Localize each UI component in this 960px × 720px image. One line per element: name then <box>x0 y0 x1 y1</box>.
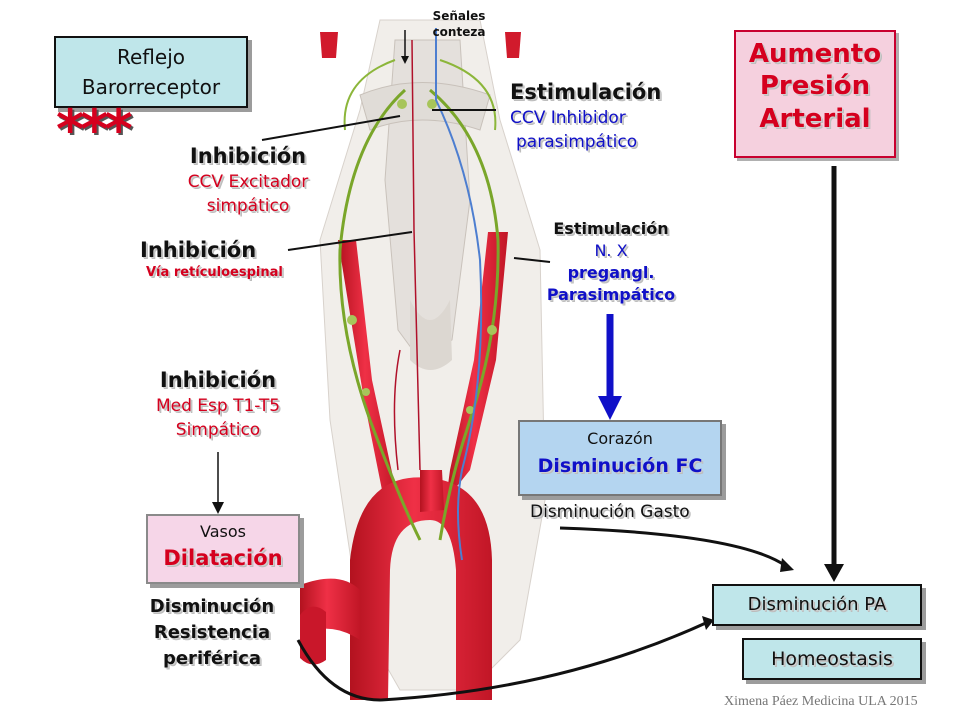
corazon-line2: Disminución FC <box>537 455 703 477</box>
inhibicion-ccv-line1: CCV Excitador <box>187 172 309 192</box>
disminucion-pa-label: Disminución PA <box>747 594 887 615</box>
stars-marker: *** <box>56 98 133 161</box>
inhibicion-med-esp-head: Inhibición <box>159 368 277 392</box>
inhibicion-ccv-line2: simpático <box>206 196 290 216</box>
inhibicion-med-esp-line2: Simpático <box>175 420 261 440</box>
title-line2: Barorreceptor <box>81 75 221 99</box>
inhibicion-ccv-head: Inhibición <box>189 144 307 168</box>
title-line1: Reflejo <box>117 45 185 69</box>
inhibicion-med-esp: Inhibición Med Esp T1-T5 Simpático <box>120 366 316 442</box>
top-label-line1: Señales <box>432 9 486 23</box>
disminucion-gasto: Disminución Gasto <box>530 502 690 522</box>
aumento-line1: Aumento <box>748 39 882 69</box>
resistencia-line3: periférica <box>162 648 262 669</box>
credit-text: Ximena Páez Medicina ULA 2015 <box>724 694 918 709</box>
estimulacion-nx: Estimulación N. X pregangl. Parasimpátic… <box>536 218 686 306</box>
estimulacion-nx-head: Estimulación <box>553 219 669 238</box>
homeostasis-label: Homeostasis <box>771 648 893 670</box>
corazon-line1: Corazón <box>587 429 653 448</box>
estimulacion-nx-line2: pregangl. <box>567 263 655 282</box>
estimulacion-ccv-head: Estimulación <box>510 80 662 104</box>
aumento-box: Aumento Presión Arterial <box>734 30 896 158</box>
title-box: Reflejo Barorreceptor <box>54 36 248 108</box>
aumento-line2: Presión <box>759 71 871 101</box>
inhibicion-reticulo-line1: Vía retículoespinal <box>146 265 283 280</box>
inhibicion-reticulo-head: Inhibición <box>140 238 257 262</box>
estimulacion-ccv-line1: CCV Inhibidor <box>510 108 626 128</box>
resistencia-line2: Resistencia <box>153 622 271 643</box>
vasos-line2: Dilatación <box>163 546 283 570</box>
vasos-line1: Vasos <box>200 522 246 541</box>
top-label-line2: conteza <box>432 25 486 39</box>
inhibicion-reticulo: Inhibición Vía retículoespinal <box>140 236 330 282</box>
top-label: Señales conteza <box>424 8 494 40</box>
homeostasis-box: Homeostasis <box>742 638 922 680</box>
resistencia-line1: Disminución <box>149 596 275 617</box>
disminucion-resistencia: Disminución Resistencia periférica <box>130 594 294 672</box>
aumento-line3: Arterial <box>759 104 871 134</box>
vasos-box: Vasos Dilatación <box>146 514 300 584</box>
inhibicion-ccv: Inhibición CCV Excitador simpático <box>150 142 346 218</box>
estimulacion-nx-line1: N. X <box>594 241 628 260</box>
corazon-box: Corazón Disminución FC <box>518 420 722 496</box>
estimulacion-nx-line3: Parasimpático <box>546 285 676 304</box>
estimulacion-ccv-line2: parasimpático <box>516 132 638 152</box>
inhibicion-med-esp-line1: Med Esp T1-T5 <box>155 396 281 416</box>
estimulacion-ccv: Estimulación CCV Inhibidor parasimpático <box>510 78 680 154</box>
disminucion-pa-box: Disminución PA <box>712 584 922 626</box>
